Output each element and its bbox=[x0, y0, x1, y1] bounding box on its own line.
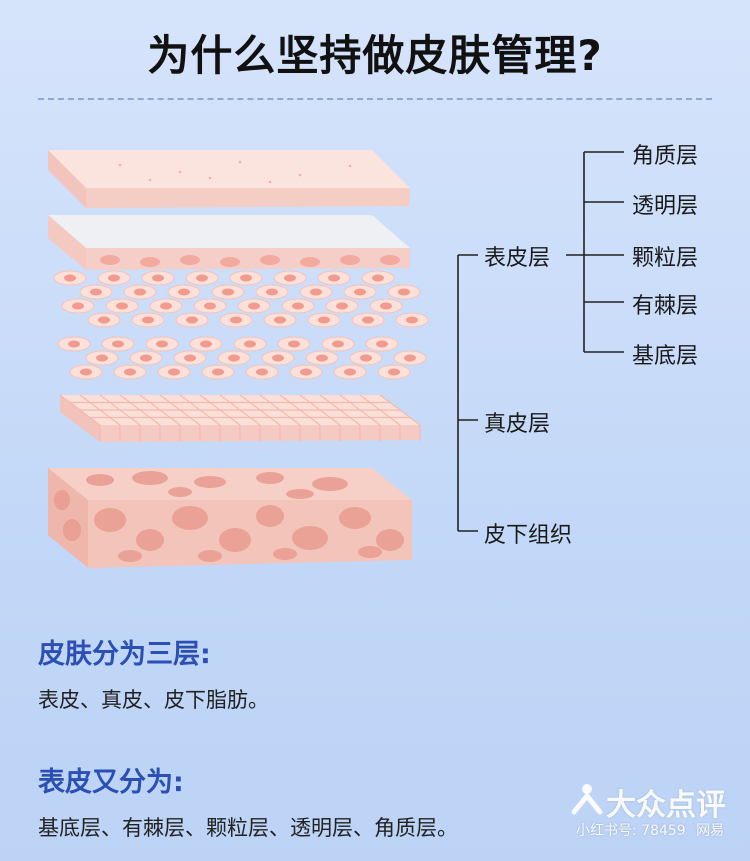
cell-nucleus bbox=[256, 368, 268, 376]
label-dermis: 真皮层 bbox=[484, 412, 551, 437]
watermark-brand: 大众点评 bbox=[606, 788, 726, 823]
cell-nucleus bbox=[98, 316, 110, 324]
cell-nucleus bbox=[112, 340, 124, 348]
cell-nucleus bbox=[272, 354, 284, 362]
cell-nucleus bbox=[196, 274, 208, 282]
cell-nucleus bbox=[96, 354, 108, 362]
cell-nucleus bbox=[248, 302, 260, 310]
label-stratum-lucidum: 透明层 bbox=[632, 194, 699, 219]
cell-nucleus bbox=[212, 368, 224, 376]
title-divider bbox=[38, 98, 712, 100]
cell-nucleus bbox=[134, 288, 146, 296]
cell-nucleus bbox=[336, 302, 348, 310]
cell-nucleus bbox=[360, 354, 372, 362]
cell-nucleus bbox=[116, 302, 128, 310]
cell-nucleus bbox=[168, 368, 180, 376]
layer-basale-cells bbox=[57, 336, 427, 380]
watermark-handle: 小红书号: 78459 网易 bbox=[576, 820, 724, 840]
cell-nucleus bbox=[200, 340, 212, 348]
cell-nucleus bbox=[376, 340, 388, 348]
label-stratum-basale: 基底层 bbox=[632, 344, 699, 369]
layer-corneum bbox=[48, 150, 410, 208]
label-stratum-granulosum: 颗粒层 bbox=[632, 246, 699, 271]
cell-nucleus bbox=[244, 340, 256, 348]
dianping-logo-icon bbox=[571, 784, 603, 815]
cell-nucleus bbox=[156, 340, 168, 348]
cell-nucleus bbox=[72, 302, 84, 310]
watermark-handle-text: 小红书号: 78459 bbox=[576, 823, 686, 839]
layer-granulosum-cells bbox=[53, 270, 429, 328]
cell-nucleus bbox=[292, 302, 304, 310]
cell-nucleus bbox=[284, 274, 296, 282]
cell-nucleus bbox=[406, 316, 418, 324]
cell-nucleus bbox=[184, 354, 196, 362]
layer-subcutis bbox=[48, 468, 412, 568]
cell-nucleus bbox=[186, 316, 198, 324]
cell-nucleus bbox=[230, 316, 242, 324]
label-stratum-spinosum: 有棘层 bbox=[632, 294, 699, 319]
cell-nucleus bbox=[178, 288, 190, 296]
cell-nucleus bbox=[80, 368, 92, 376]
cell-nucleus bbox=[124, 368, 136, 376]
cell-nucleus bbox=[362, 316, 374, 324]
watermark: 大众点评 小红书号: 78459 网易 bbox=[566, 780, 736, 850]
section2-heading: 表皮又分为: bbox=[38, 767, 184, 798]
skin-layers-illustration bbox=[48, 150, 429, 568]
cell-nucleus bbox=[222, 288, 234, 296]
cell-nucleus bbox=[68, 340, 80, 348]
cell-nucleus bbox=[266, 288, 278, 296]
cell-nucleus bbox=[204, 302, 216, 310]
cell-nucleus bbox=[404, 354, 416, 362]
label-stratum-corneum: 角质层 bbox=[632, 144, 699, 169]
cell-nucleus bbox=[354, 288, 366, 296]
cell-nucleus bbox=[152, 274, 164, 282]
cell-nucleus bbox=[380, 302, 392, 310]
cell-nucleus bbox=[64, 274, 76, 282]
cell-nucleus bbox=[160, 302, 172, 310]
cell-nucleus bbox=[328, 274, 340, 282]
cell-nucleus bbox=[332, 340, 344, 348]
watermark-suffix: 网易 bbox=[696, 823, 725, 839]
cell-nucleus bbox=[344, 368, 356, 376]
cell-nucleus bbox=[90, 288, 102, 296]
label-subcutis: 皮下组织 bbox=[484, 523, 573, 548]
cell-nucleus bbox=[274, 316, 286, 324]
cell-nucleus bbox=[316, 354, 328, 362]
section1-heading: 皮肤分为三层: bbox=[38, 639, 211, 670]
layer-dermis-grid bbox=[59, 394, 421, 442]
cell-nucleus bbox=[310, 288, 322, 296]
cell-nucleus bbox=[142, 316, 154, 324]
cell-nucleus bbox=[240, 274, 252, 282]
cell-nucleus bbox=[228, 354, 240, 362]
cell-nucleus bbox=[300, 368, 312, 376]
section2-text: 基底层、有棘层、颗粒层、透明层、角质层。 bbox=[38, 816, 458, 840]
label-epidermis: 表皮层 bbox=[484, 246, 551, 271]
layer-lucidum bbox=[48, 215, 410, 270]
page-title: 为什么坚持做皮肤管理? bbox=[147, 31, 603, 80]
cell-nucleus bbox=[108, 274, 120, 282]
cell-nucleus bbox=[372, 274, 384, 282]
cell-nucleus bbox=[288, 340, 300, 348]
cell-nucleus bbox=[398, 288, 410, 296]
cell-nucleus bbox=[318, 316, 330, 324]
section1-text: 表皮、真皮、皮下脂肪。 bbox=[38, 688, 269, 712]
cell-nucleus bbox=[388, 368, 400, 376]
cell-nucleus bbox=[140, 354, 152, 362]
